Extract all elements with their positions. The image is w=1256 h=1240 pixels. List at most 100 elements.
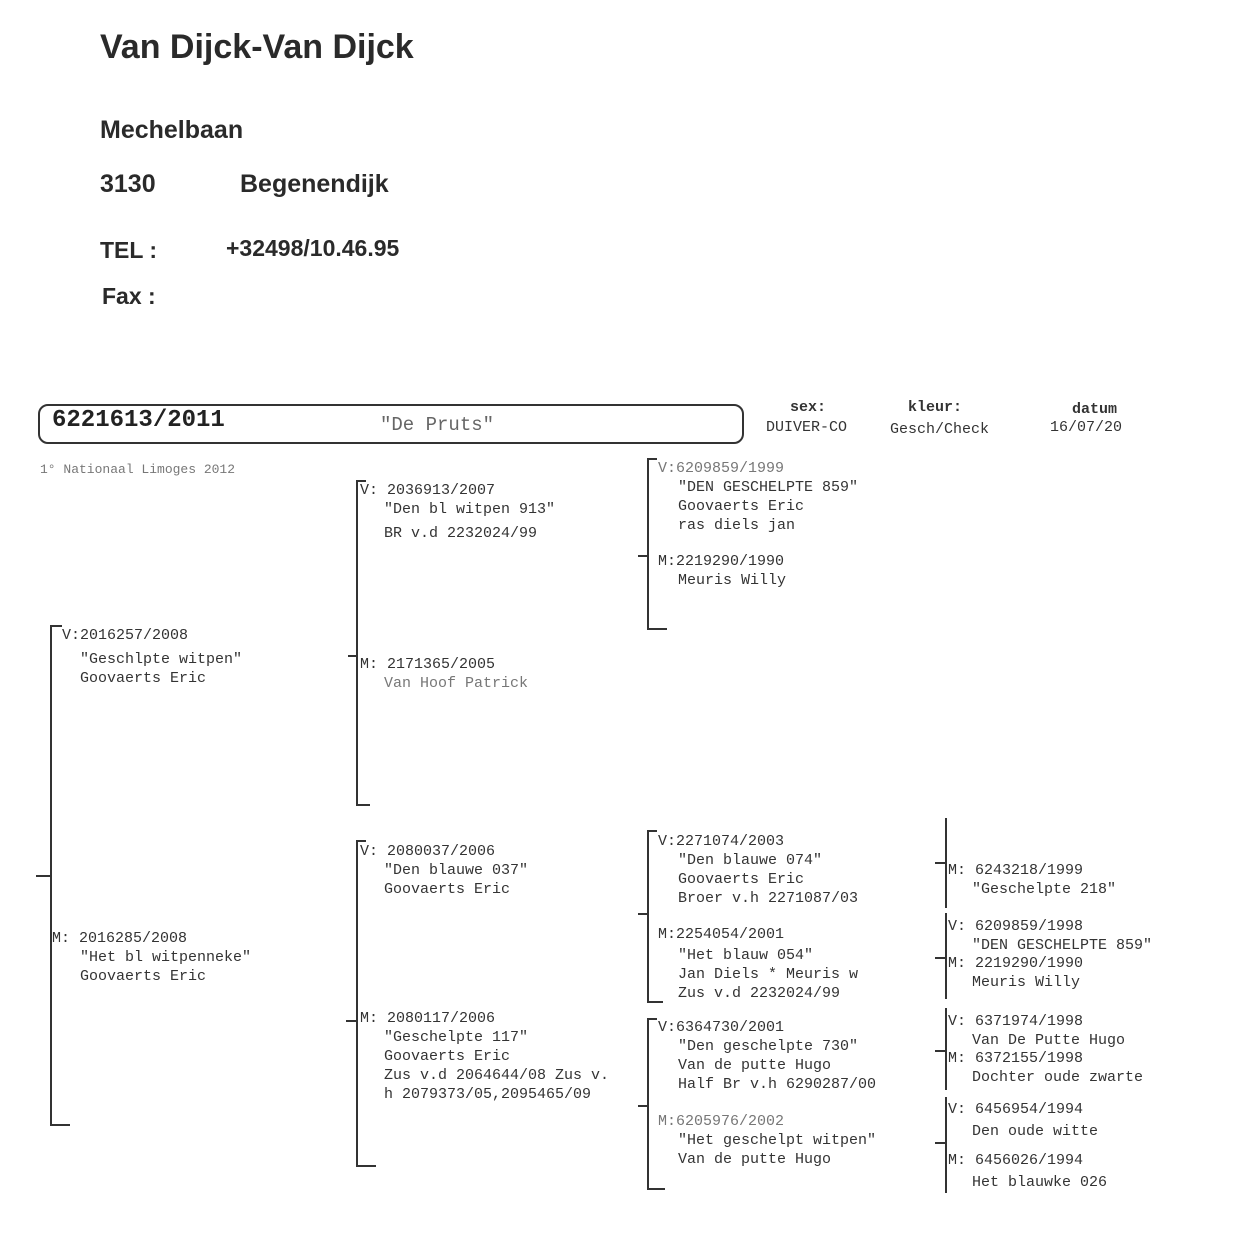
gen3-d-name: "Het blauw 054" [678, 947, 814, 964]
gen4-e-card: M: 6372155/1998 Dochter oude zwarte [948, 1049, 1143, 1087]
dam-sire-card: V: 2080037/2006 "Den blauwe 037" Goovaer… [360, 842, 528, 899]
gen3-bracket-a-bottom [647, 628, 667, 630]
gen3-b-ring: M:2219290/1990 [658, 553, 785, 570]
dam-name: "Het bl witpenneke" [80, 949, 252, 966]
gen3-bracket-b-top [647, 830, 657, 832]
sire-sire-ring: V: 2036913/2007 [360, 482, 496, 499]
gen3-c-note: Broer v.h 2271087/03 [678, 890, 859, 907]
gen1-bracket-bottom [50, 1124, 70, 1126]
dam-sire-ring: V: 2080037/2006 [360, 843, 496, 860]
gen3-c-breeder: Goovaerts Eric [678, 871, 805, 888]
owner-street: Mechelbaan [100, 116, 244, 144]
gen3-a-breeder: Goovaerts Eric [678, 498, 805, 515]
gen3-e-card: V:6364730/2001 "Den geschelpte 730" Van … [658, 1018, 876, 1094]
sire-sire-note: BR v.d 2232024/99 [384, 525, 538, 542]
color-label: kleur: [908, 399, 963, 416]
sex-value: DUIVER-CO [766, 419, 848, 436]
gen3-d-ring: M:2254054/2001 [658, 926, 785, 943]
gen2-upper-bracket [356, 480, 358, 806]
gen3-d-note: Zus v.d 2232024/99 [678, 985, 841, 1002]
pigeon-ring: 6221613/2011 [52, 407, 225, 434]
gen3-f-ring: M:6205976/2002 [658, 1113, 785, 1130]
dam-sire-name: "Den blauwe 037" [384, 862, 529, 879]
dam-dam-ring: M: 2080117/2006 [360, 1010, 496, 1027]
pigeon-title-box [38, 404, 744, 444]
gen3-a-note: ras diels jan [678, 517, 796, 534]
gen3-a-name: "DEN GESCHELPTE 859" [678, 479, 859, 496]
sire-card: V:2016257/2008 "Geschlpte witpen" Goovae… [62, 626, 242, 688]
gen4-b-card: V: 6209859/1998 "DEN GESCHELPTE 859" [948, 917, 1152, 955]
gen3-bracket-c-stub [638, 1105, 648, 1107]
gen4-c-breeder: Meuris Willy [972, 974, 1081, 991]
color-value: Gesch/Check [890, 421, 990, 438]
gen3-a-ring: V:6209859/1999 [658, 460, 785, 477]
gen4-f-card: V: 6456954/1994 Den oude witte [948, 1100, 1098, 1141]
gen3-bracket-a-stub [638, 555, 648, 557]
gen3-d-card: M:2254054/2001 "Het blauw 054" Jan Diels… [658, 925, 858, 1003]
dam-dam-note-2: h 2079373/05,2095465/09 [384, 1086, 592, 1103]
sire-breeder: Goovaerts Eric [80, 670, 207, 687]
gen3-e-ring: V:6364730/2001 [658, 1019, 785, 1036]
date-label: datum [1072, 401, 1118, 418]
gen4-b-ring: V: 6209859/1998 [948, 918, 1084, 935]
gen4-bracket-c [945, 1008, 947, 1090]
gen2-lower-bracket-bottom [356, 1165, 376, 1167]
gen2-lower-bracket-top [356, 840, 366, 842]
gen4-c-card: M: 2219290/1990 Meuris Willy [948, 954, 1083, 992]
gen4-bracket-a-stub [935, 862, 947, 864]
gen1-bracket-top [50, 625, 62, 627]
gen3-bracket-b-stub [638, 913, 648, 915]
gen4-g-ring: M: 6456026/1994 [948, 1152, 1084, 1169]
gen2-lower-bracket-stub [346, 1020, 358, 1022]
fax-label: Fax : [102, 283, 156, 309]
gen3-bracket-c-top [647, 1018, 657, 1020]
gen3-bracket-c-bottom [647, 1188, 665, 1190]
sire-dam-card: M: 2171365/2005 Van Hoof Patrick [360, 655, 528, 693]
gen3-e-breeder: Van de putte Hugo [678, 1057, 832, 1074]
gen4-g-card: M: 6456026/1994 Het blauwke 026 [948, 1151, 1107, 1192]
owner-postcode: 3130 [100, 170, 156, 198]
gen3-bracket-b [647, 830, 649, 1003]
gen3-c-ring: V:2271074/2003 [658, 833, 785, 850]
dam-dam-name: "Geschelpte 117" [384, 1029, 529, 1046]
gen3-bracket-c [647, 1018, 649, 1190]
pigeon-name: "De Pruts" [380, 414, 495, 436]
dam-dam-note-1: Zus v.d 2064644/08 Zus v. [384, 1067, 610, 1084]
sire-sire-card: V: 2036913/2007 "Den bl witpen 913" BR v… [360, 481, 555, 543]
dam-dam-breeder: Goovaerts Eric [384, 1048, 511, 1065]
gen4-bracket-d-stub [935, 1142, 947, 1144]
gen2-upper-bracket-top [356, 480, 366, 482]
gen4-bracket-b-stub [935, 957, 947, 959]
gen4-a-name: "Geschelpte 218" [972, 881, 1117, 898]
achievement-note: 1° Nationaal Limoges 2012 [40, 462, 236, 477]
gen4-b-name: "DEN GESCHELPTE 859" [972, 937, 1153, 954]
gen4-a-ring: M: 6243218/1999 [948, 862, 1084, 879]
owner-city: Begenendijk [240, 170, 389, 198]
gen3-f-name: "Het geschelpt witpen" [678, 1132, 877, 1149]
dam-ring: M: 2016285/2008 [52, 930, 188, 947]
gen4-e-note: Dochter oude zwarte [972, 1069, 1144, 1086]
sire-name: "Geschlpte witpen" [80, 651, 243, 668]
gen3-bracket-a [647, 458, 649, 630]
gen4-f-name: Den oude witte [972, 1123, 1099, 1140]
gen4-bracket-d [945, 1097, 947, 1193]
dam-card: M: 2016285/2008 "Het bl witpenneke" Goov… [52, 929, 251, 986]
tel-label: TEL : [100, 237, 158, 263]
dam-dam-card: M: 2080117/2006 "Geschelpte 117" Goovaer… [360, 1009, 609, 1104]
gen3-b-card: M:2219290/1990 Meuris Willy [658, 552, 786, 590]
dam-sire-breeder: Goovaerts Eric [384, 881, 511, 898]
gen3-c-card: V:2271074/2003 "Den blauwe 074" Goovaert… [658, 832, 858, 908]
gen4-d-ring: V: 6371974/1998 [948, 1013, 1084, 1030]
sire-dam-ring: M: 2171365/2005 [360, 656, 496, 673]
gen4-d-card: V: 6371974/1998 Van De Putte Hugo [948, 1012, 1125, 1050]
gen3-bracket-b-bottom [647, 1001, 663, 1003]
gen3-f-breeder: Van de putte Hugo [678, 1151, 832, 1168]
gen3-c-name: "Den blauwe 074" [678, 852, 823, 869]
gen3-b-breeder: Meuris Willy [678, 572, 787, 589]
gen3-a-card: V:6209859/1999 "DEN GESCHELPTE 859" Goov… [658, 459, 858, 535]
tel-value: +32498/10.46.95 [226, 235, 400, 261]
gen4-bracket-b [945, 913, 947, 999]
gen3-bracket-a-top [647, 458, 657, 460]
gen4-bracket-c-stub [935, 1050, 947, 1052]
gen3-e-note: Half Br v.h 6290287/00 [678, 1076, 877, 1093]
